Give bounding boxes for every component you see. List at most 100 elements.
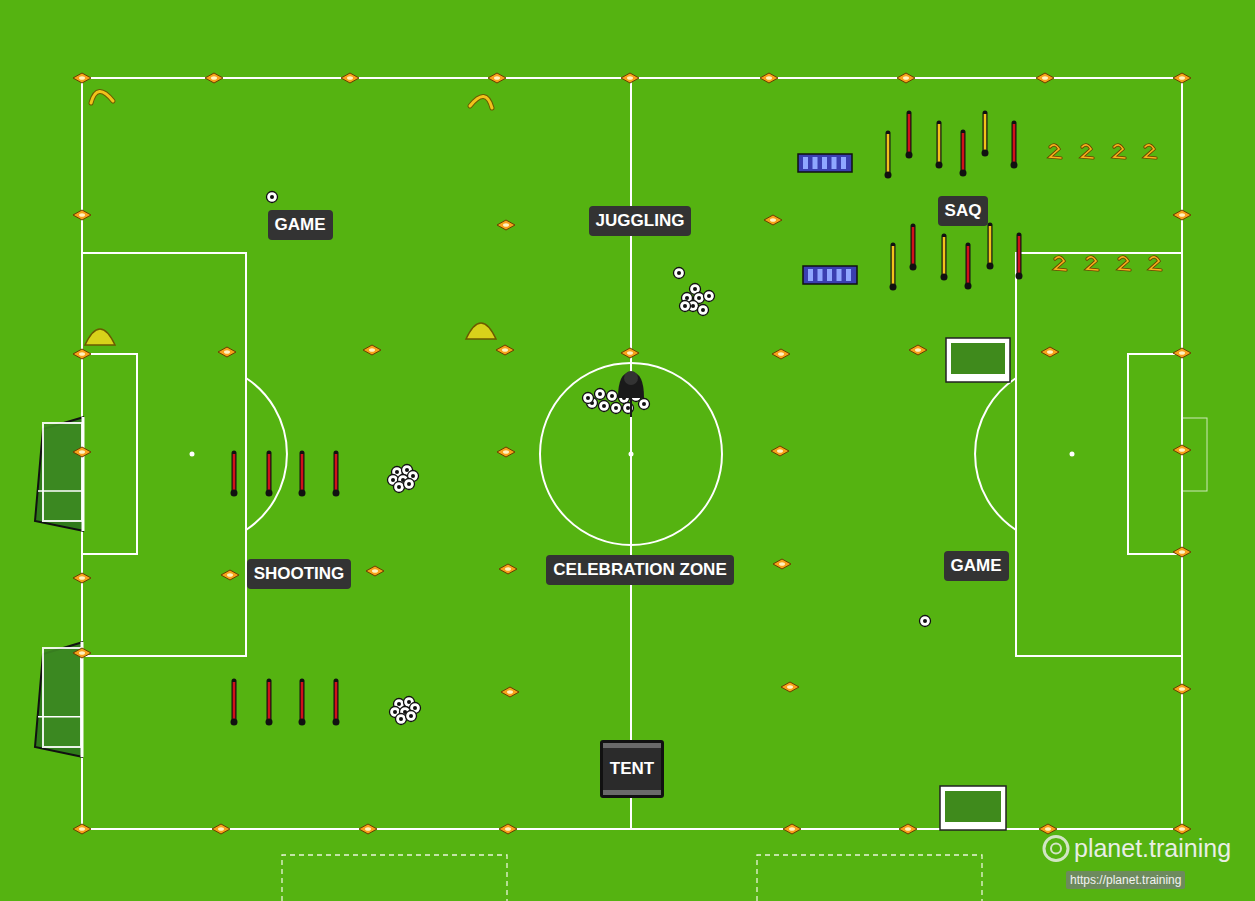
zone-label: GAME <box>268 210 333 240</box>
cone <box>1173 210 1191 220</box>
ball <box>680 301 691 312</box>
cone <box>1173 547 1191 557</box>
cone <box>621 348 639 358</box>
hurdle <box>1119 257 1130 270</box>
ball <box>674 268 685 279</box>
cone <box>1173 348 1191 358</box>
cone <box>760 73 778 83</box>
equipment <box>35 73 1191 861</box>
cone <box>1039 824 1057 834</box>
cone <box>1041 347 1059 357</box>
pole <box>266 681 273 726</box>
pole <box>941 236 948 281</box>
cone <box>73 573 91 583</box>
marker-hoop <box>91 91 113 103</box>
pole <box>231 681 238 726</box>
hurdle <box>1145 145 1156 158</box>
cone <box>899 824 917 834</box>
cone <box>773 559 791 569</box>
cone <box>897 73 915 83</box>
ball <box>639 399 650 410</box>
marker-hoop <box>91 91 113 103</box>
cone <box>73 210 91 220</box>
pole <box>910 226 917 271</box>
hurdle <box>1114 145 1125 158</box>
cone <box>1173 445 1191 455</box>
goal <box>35 642 83 757</box>
zone-label: SHOOTING <box>247 559 352 589</box>
ball <box>920 616 931 627</box>
ball <box>396 714 407 725</box>
cone <box>366 566 384 576</box>
cone <box>909 345 927 355</box>
ball <box>404 479 415 490</box>
cone <box>359 824 377 834</box>
cone <box>205 73 223 83</box>
marker-hoop <box>470 96 492 108</box>
marker-dome <box>85 329 115 345</box>
agility-ladder <box>798 154 852 172</box>
watermark-url: https://planet.training <box>1066 871 1185 889</box>
cone <box>221 570 239 580</box>
cone <box>73 447 91 457</box>
hurdle <box>1119 257 1130 270</box>
watermark-icon <box>1044 837 1068 861</box>
pole <box>231 453 238 497</box>
mini-goal <box>940 786 1006 830</box>
marker-dome <box>466 323 496 339</box>
cone <box>497 220 515 230</box>
marker-hoop <box>470 96 492 108</box>
cone <box>73 824 91 834</box>
cone <box>772 349 790 359</box>
centre-spot <box>629 452 634 457</box>
cone <box>781 682 799 692</box>
pole <box>1011 123 1018 169</box>
cone <box>621 73 639 83</box>
label-text: TENT <box>610 759 654 779</box>
penalty-spot <box>1070 452 1075 457</box>
dashed-areas <box>282 855 982 901</box>
hurdle <box>1114 145 1125 158</box>
pole <box>885 133 892 179</box>
cone <box>1173 824 1191 834</box>
cone <box>341 73 359 83</box>
ball <box>406 711 417 722</box>
cone <box>488 73 506 83</box>
cone <box>496 345 514 355</box>
ball <box>267 192 278 203</box>
pole <box>266 453 273 497</box>
hurdle <box>1087 257 1098 270</box>
hurdle <box>1050 145 1061 158</box>
ball <box>607 391 618 402</box>
ball <box>704 291 715 302</box>
pole <box>936 123 943 169</box>
label-text: SAQ <box>945 201 982 221</box>
pole <box>1016 235 1023 280</box>
hurdle <box>1150 257 1161 270</box>
agility-ladder <box>803 266 857 284</box>
pole <box>299 681 306 726</box>
cone <box>218 347 236 357</box>
pole <box>982 113 989 157</box>
zone-label: CELEBRATION ZONE <box>546 555 733 585</box>
pole <box>906 113 913 159</box>
pole <box>299 453 306 497</box>
hurdle <box>1055 257 1066 270</box>
label-text: CELEBRATION ZONE <box>553 560 726 580</box>
cone <box>73 349 91 359</box>
hurdle <box>1055 257 1066 270</box>
pole <box>960 132 967 177</box>
cone <box>1173 684 1191 694</box>
pole <box>333 453 340 497</box>
cone <box>771 446 789 456</box>
cone <box>1036 73 1054 83</box>
watermark-logo: planet.training <box>1040 834 1231 863</box>
coach-icon <box>618 371 644 417</box>
label-text: GAME <box>275 215 326 235</box>
zone-label: GAME <box>944 551 1009 581</box>
cone <box>499 824 517 834</box>
cone <box>363 345 381 355</box>
cone <box>1173 73 1191 83</box>
label-text: SHOOTING <box>254 564 345 584</box>
